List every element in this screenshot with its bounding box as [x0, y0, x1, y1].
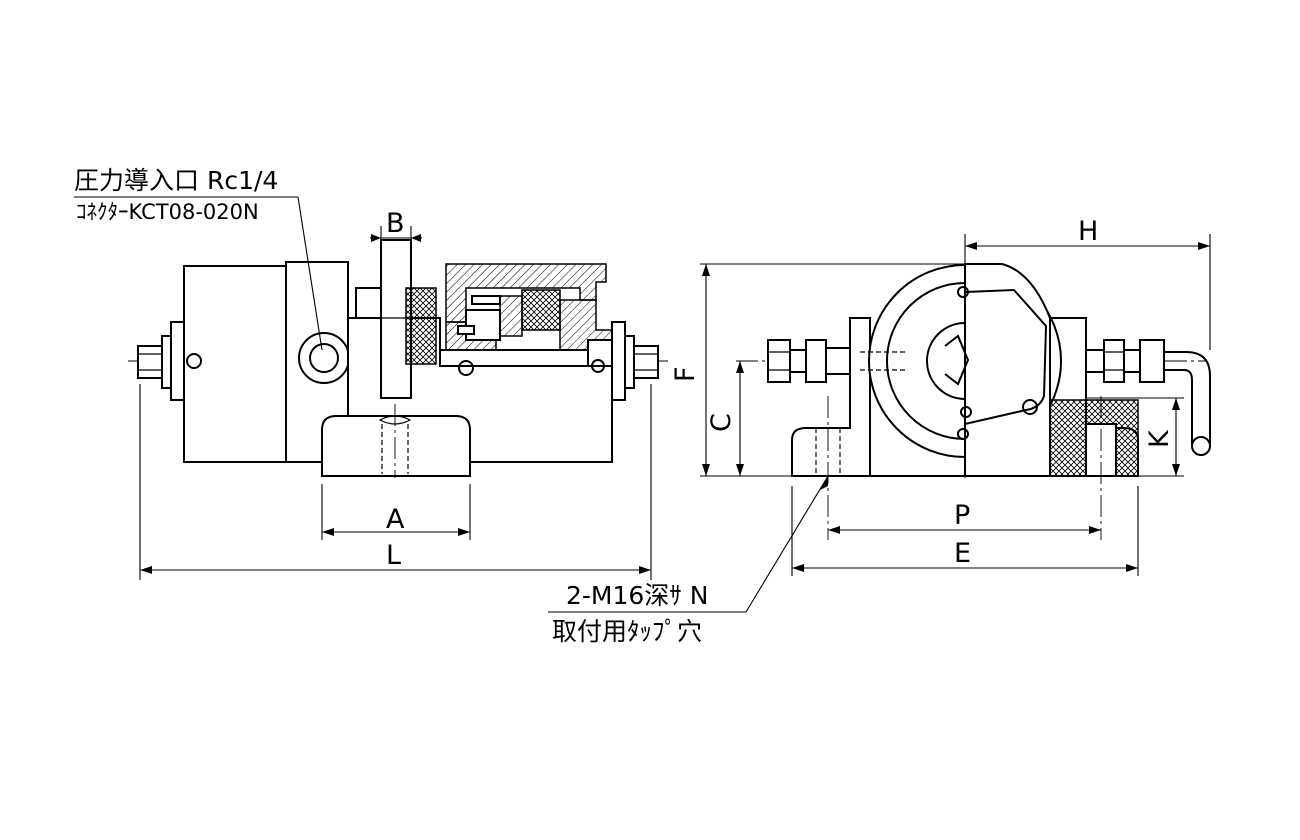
- cap-screw: [186, 353, 202, 369]
- o-ring: [457, 325, 475, 335]
- pin-circle-right: [591, 359, 605, 373]
- pin-circle-left: [458, 360, 474, 376]
- left-flange-inner: [161, 335, 172, 389]
- left-fitting-stem: [825, 347, 851, 375]
- pressure-port-inner: [309, 343, 339, 373]
- lever-pin: [1022, 399, 1038, 415]
- left-flange: [170, 321, 185, 401]
- dim-label-P: P: [954, 500, 970, 531]
- piston-left: [499, 295, 523, 337]
- left-foot: [791, 317, 871, 477]
- tube-inner: [1164, 369, 1193, 444]
- dim-label-L: L: [386, 540, 401, 571]
- dim-label-F: F: [670, 366, 701, 382]
- dim-label-A: A: [386, 504, 405, 535]
- note-tap-purpose: 取付用ﾀｯﾌﾟ穴: [552, 617, 702, 646]
- tap-hole-mark: [378, 415, 412, 425]
- hatched-bushing: [405, 287, 437, 365]
- left-fitting-body: [789, 349, 807, 373]
- left-fitting-nut2: [805, 339, 827, 383]
- dim-label-E: E: [954, 538, 971, 569]
- horizontal-rod: [439, 349, 589, 367]
- dim-label-H: H: [1078, 216, 1098, 247]
- right-fitting-body: [1123, 349, 1141, 373]
- front-view: B A L: [74, 196, 668, 580]
- seal-ring: [471, 295, 501, 305]
- hub-cam: [944, 334, 970, 386]
- tube-end: [1191, 436, 1211, 456]
- dim-label-C: C: [706, 413, 737, 432]
- left-fitting-nut: [767, 339, 791, 383]
- right-hex-nut: [633, 345, 659, 379]
- lever-arm: [964, 288, 1048, 426]
- right-fitting-nut: [1103, 339, 1125, 383]
- spring-pack: [521, 289, 561, 331]
- right-flange: [611, 321, 626, 401]
- note-pressure-inlet: 圧力導入口 Rc1/4: [74, 166, 278, 195]
- dim-label-B: B: [386, 208, 405, 239]
- right-fitting-stem: [1085, 349, 1105, 373]
- note-tap-depth: 2-M16深ｻ N: [566, 581, 708, 610]
- side-view: H F C K P E: [548, 216, 1211, 613]
- left-hex-nut: [137, 345, 163, 379]
- dim-label-K: K: [1144, 429, 1175, 448]
- note-connector: ｺﾈｸﾀｰKCT08-020N: [76, 200, 259, 224]
- right-flange-inner: [624, 335, 635, 389]
- base-block: [321, 415, 471, 477]
- right-fitting-nut2: [1139, 339, 1165, 383]
- tube-outer: [1164, 351, 1211, 444]
